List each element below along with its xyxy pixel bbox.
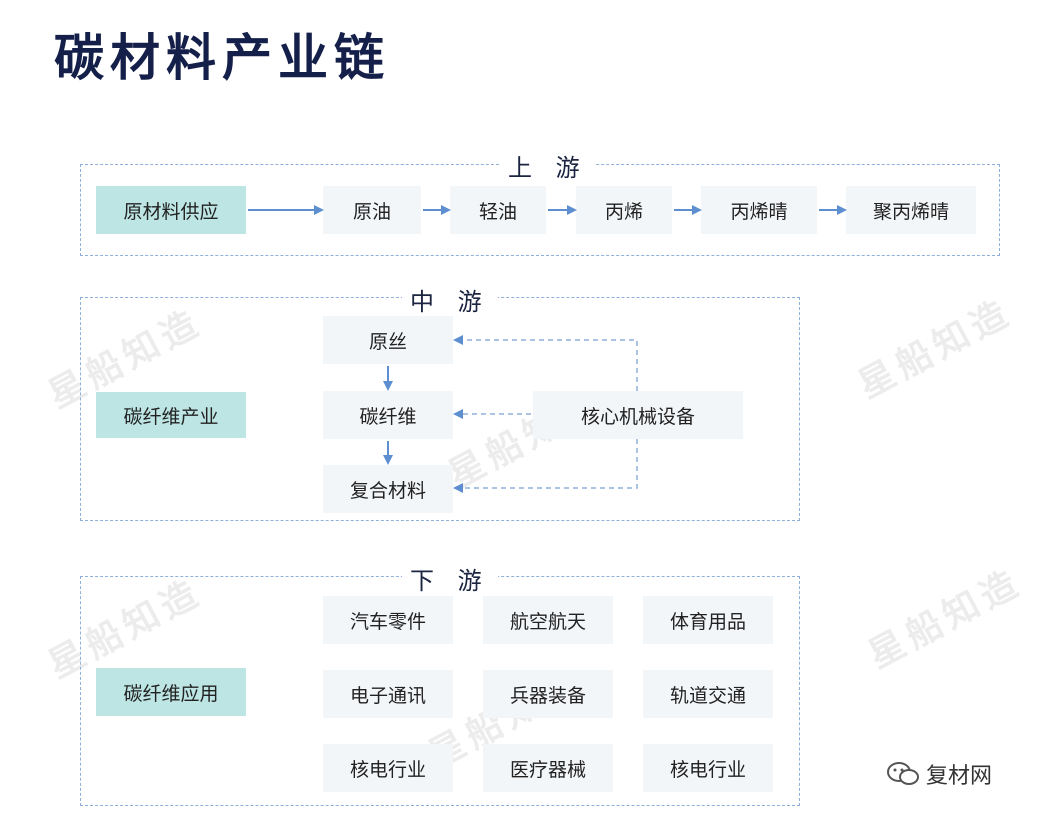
application-weapon-equipment: 兵器装备 bbox=[483, 670, 613, 718]
wechat-icon bbox=[887, 762, 919, 785]
composite-material-box: 复合材料 bbox=[323, 465, 453, 513]
chain-item-acrylonitrile: 丙烯晴 bbox=[701, 186, 817, 234]
midstream-label: 中 游 bbox=[402, 282, 498, 317]
page-title: 碳材料产业链 bbox=[54, 29, 390, 87]
carbon-fiber-application-box: 碳纤维应用 bbox=[96, 668, 246, 716]
chain-item-propylene: 丙烯 bbox=[576, 186, 672, 234]
application-aerospace: 航空航天 bbox=[483, 596, 613, 644]
raw-material-supply-box: 原材料供应 bbox=[96, 186, 246, 234]
application-sporting-goods: 体育用品 bbox=[643, 596, 773, 644]
precursor-box: 原丝 bbox=[323, 316, 453, 364]
carbon-fiber-industry-box: 碳纤维产业 bbox=[96, 392, 246, 438]
chain-item-crude-oil: 原油 bbox=[323, 186, 421, 234]
brand-logo: 复材网 bbox=[886, 758, 992, 790]
application-nuclear-industry: 核电行业 bbox=[323, 744, 453, 792]
carbon-fiber-box: 碳纤维 bbox=[323, 391, 453, 439]
core-machinery-box: 核心机械设备 bbox=[533, 391, 743, 439]
application-nuclear-industry-2: 核电行业 bbox=[643, 744, 773, 792]
chain-item-light-oil: 轻油 bbox=[450, 186, 546, 234]
dashed-arrow-equipment-to-composite bbox=[453, 439, 638, 493]
brand-name: 复材网 bbox=[926, 764, 993, 789]
application-electronic-communication: 电子通讯 bbox=[323, 670, 453, 718]
application-medical-devices: 医疗器械 bbox=[483, 744, 613, 792]
downstream-label: 下 游 bbox=[402, 561, 498, 596]
application-automotive-parts: 汽车零件 bbox=[323, 596, 453, 644]
upstream-label: 上 游 bbox=[500, 148, 596, 183]
chain-item-polyacrylonitrile: 聚丙烯晴 bbox=[846, 186, 976, 234]
dashed-arrow-equipment-to-precursor bbox=[453, 335, 638, 391]
application-rail-transit: 轨道交通 bbox=[643, 670, 773, 718]
